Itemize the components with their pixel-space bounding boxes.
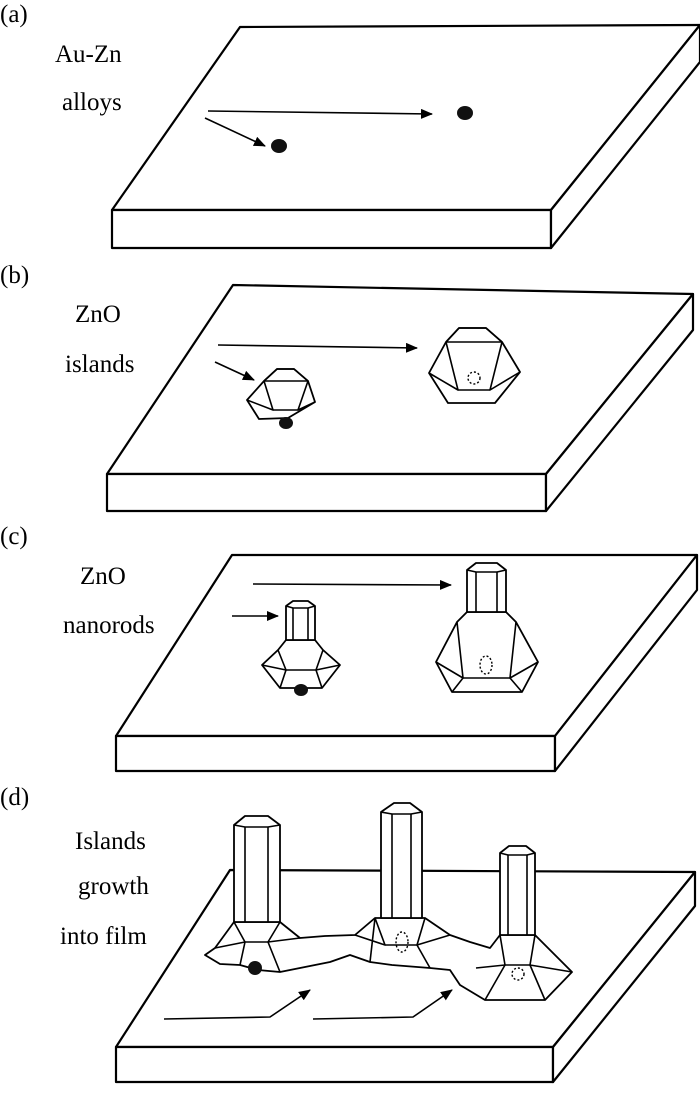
substrate-side-face-c	[553, 553, 699, 773]
panel-c-caption-line-2: nanorods	[63, 612, 155, 639]
substrate-top-face-c	[114, 553, 699, 738]
nanorod-d3-edge-r	[529, 964, 546, 1001]
panel-b-caption-line-2: islands	[65, 351, 134, 378]
nanorod-d2-edge-r	[416, 944, 431, 969]
zno-nanorod-2	[435, 562, 539, 693]
arrow-right-d	[312, 989, 453, 1020]
arrow-short-a	[204, 117, 266, 147]
substrate-slab-c	[114, 553, 699, 773]
nanorod-d2-shaft	[380, 802, 423, 919]
alloy-particle-1	[271, 139, 287, 153]
alloy-particle-2	[457, 106, 473, 120]
alloy-particle-c1	[294, 684, 308, 696]
substrate-front-face-d	[114, 1045, 555, 1084]
panel-d-caption-line-3: into film	[60, 923, 147, 950]
nanorod-d3-shaft	[499, 845, 536, 936]
nanorod-2-cap	[466, 569, 507, 573]
dissolved-particle-ring-d3	[511, 967, 525, 981]
alloy-particle-d1	[248, 961, 262, 975]
panel-a: (a) Au-Zn alloys	[0, 1, 700, 250]
nanorod-2-shaft	[466, 562, 507, 613]
substrate-side-face-b	[544, 292, 695, 513]
panel-c-caption-line-1: ZnO	[80, 563, 126, 590]
nanorod-d2-cap	[380, 811, 423, 815]
dissolved-particle-ring-c	[479, 655, 493, 675]
nanorod-d1-edge-r	[267, 941, 281, 973]
substrate-top-face-a	[110, 23, 700, 212]
substrate-slab-b	[105, 283, 695, 513]
nanorod-d1-edge-l	[239, 941, 246, 966]
arrow-long-b	[217, 342, 418, 353]
nanorod-d3-cap	[499, 852, 536, 856]
substrate-front-face-c	[114, 734, 557, 773]
substrate-front-face-b	[105, 472, 548, 513]
zno-island-1	[246, 368, 316, 429]
substrate-slab-a	[110, 23, 700, 250]
dissolved-particle-ring-b	[467, 371, 481, 385]
nanorod-d2	[354, 802, 451, 969]
panel-d-letter: (d)	[0, 784, 29, 811]
panel-d-caption-line-2: growth	[78, 873, 149, 900]
panel-c: (c) ZnO nanorods	[0, 523, 699, 773]
arrow-left-d	[163, 989, 311, 1020]
island-2-top	[445, 327, 503, 343]
island-1-top	[263, 368, 309, 382]
arrow-short-b	[214, 361, 255, 381]
zno-nanorod-1	[261, 600, 341, 696]
nanorod-1-cap	[285, 605, 316, 609]
panel-a-letter: (a)	[0, 1, 28, 28]
panel-d-caption-line-1: Islands	[75, 828, 146, 855]
panel-d: (d) Islands growth into film	[0, 784, 697, 1084]
substrate-front-face-a	[110, 208, 553, 250]
nanorod-d3-edge-l	[484, 964, 506, 1001]
zno-island-2	[428, 327, 521, 404]
alloy-particle-b1	[279, 417, 293, 429]
substrate-side-face-a	[549, 23, 700, 250]
arrow-long-c	[252, 579, 452, 590]
nanorod-d1	[214, 815, 301, 975]
nanorod-2-edge-l	[451, 677, 464, 693]
panel-c-letter: (c)	[0, 523, 28, 550]
substrate-side-face-d	[551, 870, 697, 1084]
arrow-long-a	[207, 108, 433, 119]
panel-a-caption-line-1: Au-Zn	[55, 41, 122, 68]
nanorod-1-edge-r	[315, 669, 323, 689]
panel-b-letter: (b)	[0, 262, 29, 289]
nanorod-d3	[475, 845, 573, 1001]
panel-a-caption-line-2: alloys	[62, 89, 122, 116]
panel-b-caption-line-1: ZnO	[75, 301, 121, 328]
panel-b: (b) ZnO islands	[0, 262, 695, 513]
nanorod-d1-shaft	[233, 815, 281, 923]
substrate-top-face-b	[105, 283, 695, 476]
nanorod-1-edge-l	[279, 669, 287, 689]
nanorod-d1-cap	[233, 824, 281, 828]
dissolved-particle-ring-d2	[395, 931, 409, 953]
nanorod-2-edge-r	[509, 677, 523, 693]
